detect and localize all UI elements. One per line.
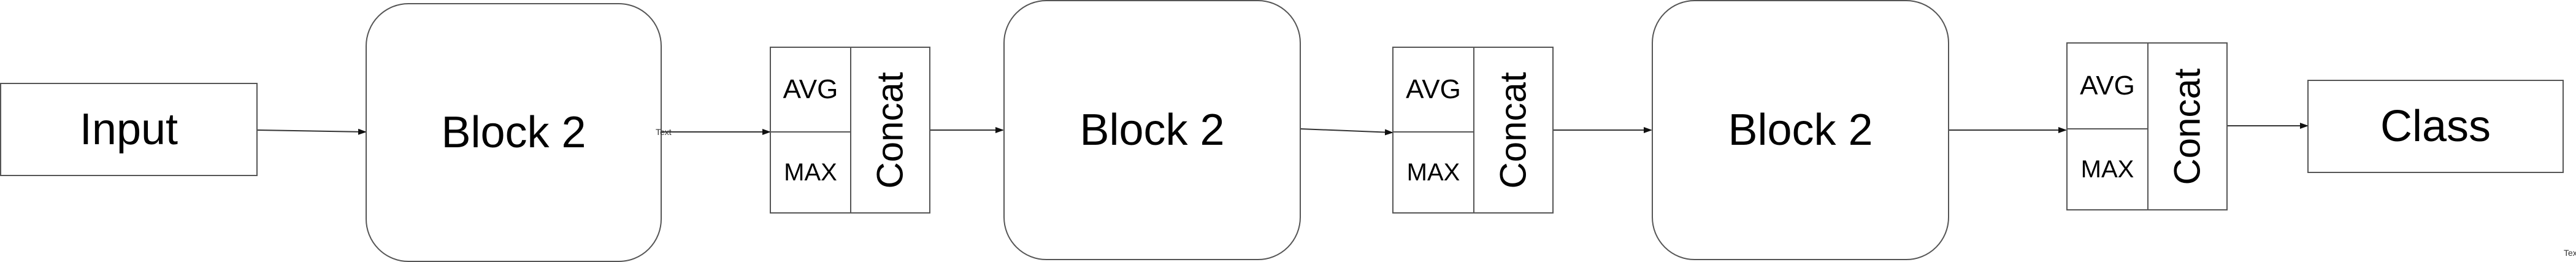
block-node-2: Block 2 [1003,0,1301,260]
pool-max-label-3: MAX [2080,155,2134,183]
pool-avg-3: AVG [2066,42,2149,129]
pool-avg-label-3: AVG [2080,71,2135,101]
block-label-1: Block 2 [441,108,586,157]
concat-node-2: Concat [1473,47,1554,214]
input-label: Input [79,105,178,154]
pool-max-1: MAX [770,131,851,214]
concat-label-2: Concat [1493,71,1535,189]
pool-max-3: MAX [2066,128,2149,210]
input-node: Input [0,83,258,176]
pool-avg-1: AVG [770,47,851,133]
pool-max-label-1: MAX [784,158,837,186]
block-node-1: Block 2 [366,3,662,262]
block-label-3: Block 2 [1728,106,1873,155]
concat-label-3: Concat [2167,67,2209,185]
edge-text-label: Text [656,127,672,137]
concat-node-1: Concat [850,47,930,214]
pool-avg-label-2: AVG [1406,74,1461,104]
corner-text-label: Text [2564,248,2576,258]
class-label: Class [2380,102,2491,151]
block-node-3: Block 2 [1652,0,1949,260]
block-label-2: Block 2 [1079,106,1225,155]
pool-max-2: MAX [1392,131,1474,214]
pool-avg-label-1: AVG [783,74,838,104]
pool-avg-2: AVG [1392,47,1474,133]
pool-max-label-2: MAX [1406,158,1460,186]
edge-input-to-block1 [257,128,367,135]
class-node: Class [2307,80,2564,173]
edge-block2-to-pool2 [1300,128,1393,136]
concat-label-1: Concat [870,71,911,189]
concat-node-3: Concat [2147,42,2228,210]
